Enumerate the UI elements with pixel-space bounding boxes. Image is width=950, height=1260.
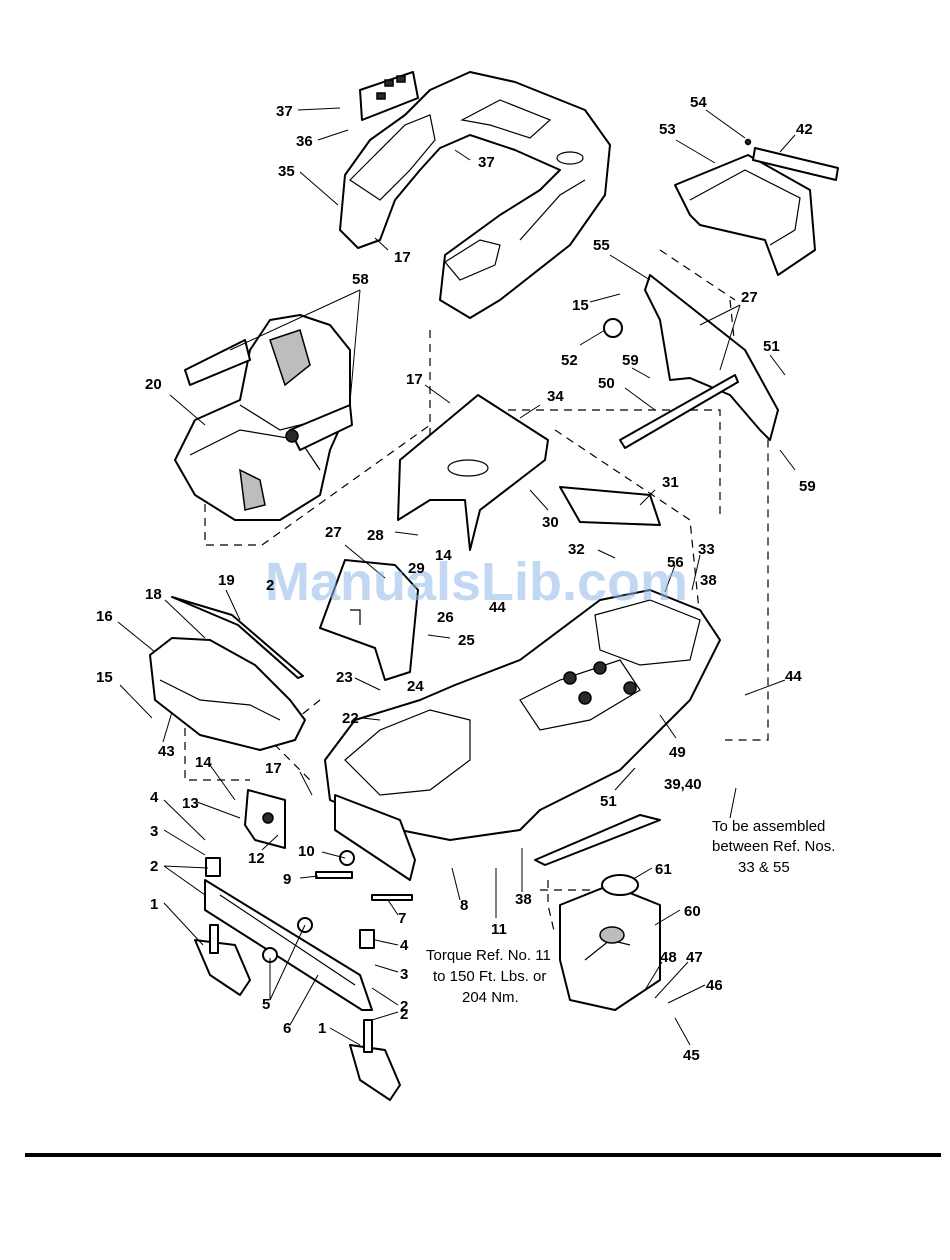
callout: 6 [283,1020,291,1037]
callout: 52 [561,352,578,369]
callout: 44 [785,668,802,685]
callout: 4 [150,789,159,806]
main-frame [324,589,721,881]
torque-note-line: Torque Ref. No. 11 [426,947,551,964]
footer-rule [25,1153,941,1157]
callout: 53 [659,121,676,138]
callout: 14 [195,754,212,771]
callout: 5 [262,996,270,1013]
callout: 32 [568,541,585,558]
callout: 2 [400,998,408,1015]
callout: 51 [600,793,617,810]
callout: 29 [408,560,425,577]
callout: 8 [460,897,468,914]
callout: 1 [318,1020,326,1037]
callout: 61 [655,861,672,878]
mount-plate [244,789,286,849]
callout: 34 [547,388,564,405]
seat-support [319,559,419,681]
torque-note-line: to 150 Ft. Lbs. or [433,968,546,985]
callout: 51 [763,338,780,355]
assembly-note: To be assembled between Ref. Nos. 33 & 5… [712,818,835,876]
fuel-tank [559,874,661,1011]
callout: 3 [150,823,158,840]
callout: 19 [218,572,235,589]
callout: 27 [741,289,758,306]
callout: 60 [684,903,701,920]
callout: 15 [572,297,589,314]
callout: 55 [593,237,610,254]
callout: 3 [400,966,408,983]
callout-labels: 37 36 35 17 37 54 42 53 58 20 55 15 27 5… [96,94,816,1064]
callout: 25 [458,632,475,649]
callout: 2 [400,1006,408,1023]
callout: 23 [336,669,353,686]
callout: 38 [515,891,532,908]
console-cover [339,71,611,319]
assembly-note-line: 33 & 55 [738,859,790,876]
callout: 44 [489,599,506,616]
callout: 1 [150,896,158,913]
callout: 36 [296,133,313,150]
leader-lines [117,107,796,1046]
callout: 35 [278,163,295,180]
callout: 48 [660,949,677,966]
callout: 12 [248,850,265,867]
seat-plate [397,394,661,551]
mount-bracket [603,274,779,449]
callout: 17 [265,760,282,777]
fender [149,596,306,751]
callout: 31 [662,474,679,491]
callout: 17 [394,249,411,266]
callout: 42 [796,121,813,138]
callout: 43 [158,743,175,760]
watermark: ManualsLib.com [265,552,688,612]
callout: 24 [407,678,424,695]
callout: 50 [598,375,615,392]
callout: 30 [542,514,559,531]
callout: 45 [683,1047,700,1064]
callout: 59 [622,352,639,369]
assembly-guide-lines [184,249,769,936]
assembly-note-line: between Ref. Nos. [712,838,835,855]
callout: 15 [96,669,113,686]
callout: 27 [325,524,342,541]
callout: 47 [686,949,703,966]
torque-note-line: 204 Nm. [462,989,519,1006]
callout: 37 [478,154,495,171]
callout: 39,40 [664,776,702,793]
callout: 9 [283,871,291,888]
front-axle [194,850,413,1101]
callout: 59 [799,478,816,495]
torque-note: Torque Ref. No. 11 to 150 Ft. Lbs. or 20… [426,947,551,1006]
rear-bracket [674,138,839,276]
callout: 56 [667,554,684,571]
callout: 54 [690,94,707,111]
callout: 10 [298,843,315,860]
callout: 2 [266,577,274,594]
callout: 17 [406,371,423,388]
callout: 11 [491,921,507,938]
callout: 22 [342,710,359,727]
callout: 16 [96,608,113,625]
callout: 46 [706,977,723,994]
callout: 49 [669,744,686,761]
callout: 38 [700,572,717,589]
callout: 2 [150,858,158,875]
callout: 13 [182,795,199,812]
seat [174,314,353,521]
callout: 18 [145,586,162,603]
assembly-note-line: To be assembled [712,818,825,835]
callout: 20 [145,376,162,393]
callout: 26 [437,609,454,626]
callout: 28 [367,527,384,544]
callout: 33 [698,541,715,558]
callout: 14 [435,547,452,564]
callout: 4 [400,937,409,954]
callout: 7 [398,910,406,927]
callout: 58 [352,271,369,288]
callout: 37 [276,103,293,120]
